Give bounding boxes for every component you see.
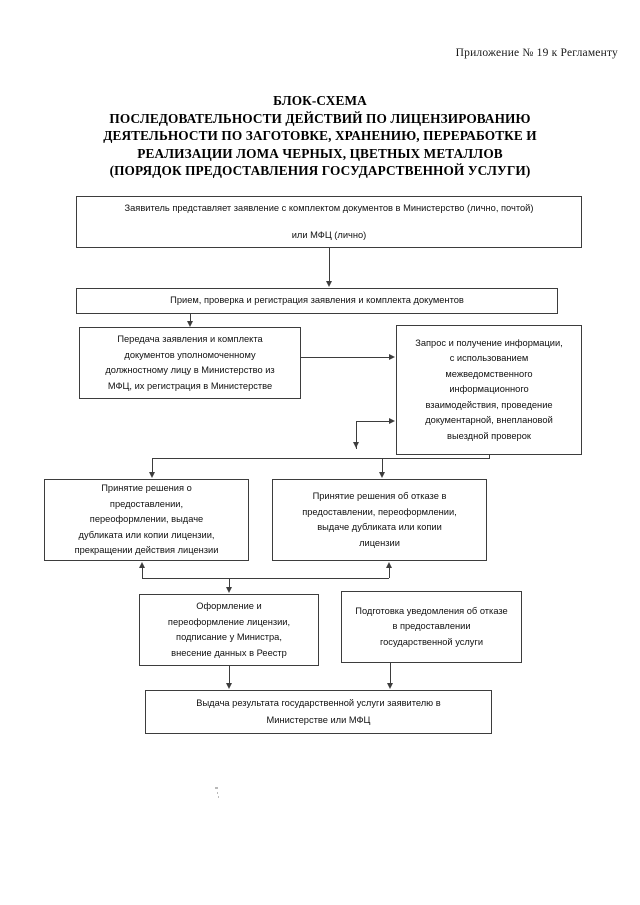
flow-node-refuse-line-1: Принятие решения об отказе в (312, 491, 447, 501)
flow-node-request-line-3: межведомственного (445, 368, 533, 379)
scan-speckle (218, 796, 219, 798)
flow-node-refuse-decision: Принятие решения об отказе в предоставле… (272, 479, 487, 561)
page-title: БЛОК-СХЕМА ПОСЛЕДОВАТЕЛЬНОСТИ ДЕЙСТВИЙ П… (40, 92, 600, 180)
flow-node-grant-line-5: прекращении действия лицензии (74, 545, 219, 556)
title-line-4: РЕАЛИЗАЦИИ ЛОМА ЧЕРНЫХ, ЦВЕТНЫХ МЕТАЛЛОВ (137, 145, 503, 161)
flow-node-transfer-line-4: МФЦ, их регистрация в Министерстве (107, 380, 273, 391)
arrow-issue-result (225, 683, 232, 689)
flow-node-issue-line-3: подписание у Министра, (176, 632, 282, 642)
arrow-receive-transfer (186, 321, 193, 327)
flow-node-request: Запрос и получение информации, с использ… (396, 325, 582, 455)
flow-node-grant-line-1: Принятие решения о (101, 483, 192, 494)
appendix-note: Приложение № 19 к Регламенту (455, 47, 618, 59)
flow-node-request-line-4: информационного (449, 384, 529, 395)
flow-node-request-line-2: с использованием (449, 353, 529, 364)
flow-node-grant-line-3: переоформлении, выдаче (89, 514, 204, 525)
edge-bus-to-refuse (382, 458, 383, 473)
scan-speckle (215, 787, 218, 789)
edge-lower-bus-to-grant (142, 565, 143, 578)
title-line-2: ПОСЛЕДОВАТЕЛЬНОСТИ ДЕЙСТВИЙ ПО ЛИЦЕНЗИРО… (109, 110, 531, 126)
flow-node-issue-license: Оформление и переоформление лицензии, по… (139, 594, 319, 666)
edge-bus-to-issue (229, 578, 230, 588)
flow-node-request-line-6: документарной, внеплановой (425, 415, 553, 426)
flow-node-receive: Прием, проверка и регистрация заявления … (76, 288, 558, 314)
flow-node-refuse-line-3: выдаче дубликата или копии (317, 522, 442, 532)
flow-node-transfer-line-1: Передача заявления и комплекта (117, 334, 263, 344)
flow-node-result-line-1: Выдача результата государственной услуги… (196, 697, 441, 708)
edge-bus-to-grant (152, 458, 153, 473)
flow-node-issue-line-4: внесение данных в Реестр (171, 647, 287, 658)
flow-node-refuse-line-2: предоставлении, переоформлении, (302, 506, 457, 517)
title-line-1: БЛОК-СХЕМА (273, 93, 367, 108)
title-line-3: ДЕЯТЕЛЬНОСТИ ПО ЗАГОТОВКЕ, ХРАНЕНИЮ, ПЕР… (103, 128, 537, 143)
flow-node-apply-line-2: или МФЦ (лично) (291, 230, 367, 240)
flow-node-apply: Заявитель представляет заявление с компл… (76, 196, 582, 248)
arrow-lower-bus-to-refuse (385, 562, 392, 568)
flow-node-transfer: Передача заявления и комплекта документо… (79, 327, 301, 399)
edge-lower-bus-to-refuse (389, 565, 390, 578)
flow-node-grant-line-4: дубликата или копии лицензии, (78, 529, 215, 540)
arrow-feedback-to-request (389, 417, 395, 424)
edge-transfer-request (301, 357, 390, 358)
arrow-feedback-elbow-drop (352, 442, 359, 448)
flow-node-transfer-line-3: должностному лицу в Министерство из (105, 365, 275, 375)
flow-node-notify-line-2: в предоставлении (392, 621, 471, 632)
edge-apply-receive (329, 248, 330, 282)
arrow-bus-to-refuse (378, 472, 385, 478)
flow-node-issue-line-2: переоформление лицензии, (167, 616, 291, 627)
edge-issue-result (229, 666, 230, 684)
edge-feedback-elbow-drop (356, 421, 357, 449)
flow-node-issue-line-1: Оформление и (196, 601, 262, 611)
flow-node-request-line-5: взаимодействия, проведение (425, 399, 553, 410)
flow-node-transfer-line-2: документов уполномоченному (124, 349, 256, 360)
flow-node-receive-line-1: Прием, проверка и регистрация заявления … (170, 295, 464, 306)
flow-node-request-line-1: Запрос и получение информации, (415, 337, 563, 348)
scan-speckle (217, 792, 218, 794)
arrow-notify-result (386, 683, 393, 689)
flow-node-notify-line-1: Подготовка уведомления об отказе (355, 605, 508, 616)
flow-node-notify-refusal: Подготовка уведомления об отказе в предо… (341, 591, 522, 663)
edge-decision-bus (152, 458, 490, 459)
flow-node-apply-line-1: Заявитель представляет заявление с компл… (124, 202, 534, 213)
arrow-apply-receive (325, 281, 332, 287)
arrow-lower-bus-to-grant (138, 562, 145, 568)
arrow-transfer-request (389, 353, 395, 360)
edge-lower-bus (142, 578, 389, 579)
flow-node-grant-line-2: предоставлении, (109, 498, 184, 509)
arrow-bus-to-issue (225, 587, 232, 593)
edge-notify-result (390, 663, 391, 684)
title-line-5: (ПОРЯДОК ПРЕДОСТАВЛЕНИЯ ГОСУДАРСТВЕННОЙ … (109, 163, 531, 178)
flow-node-grant-decision: Принятие решения о предоставлении, перео… (44, 479, 249, 561)
flow-node-refuse-line-4: лицензии (359, 537, 400, 548)
edge-request-bus-drop (489, 455, 490, 458)
flow-node-notify-line-3: государственной услуги (379, 636, 484, 647)
edge-feedback-to-request (356, 421, 390, 422)
edge-receive-transfer (190, 314, 191, 322)
arrow-bus-to-grant (148, 472, 155, 478)
flow-node-result-line-2: Министерстве или МФЦ (266, 715, 371, 725)
flow-node-request-line-7: выездной проверок (447, 430, 531, 441)
flow-node-result: Выдача результата государственной услуги… (145, 690, 492, 734)
